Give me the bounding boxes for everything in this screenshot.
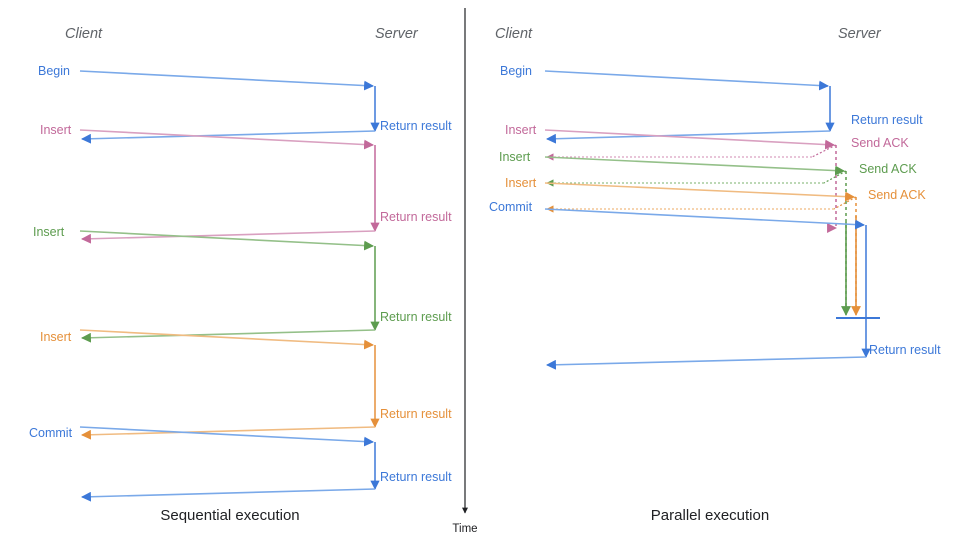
- request-label: Insert: [40, 330, 72, 344]
- actor-label-server: Server: [375, 26, 419, 42]
- request-label: Commit: [29, 426, 73, 440]
- request-arrow: [79, 329, 374, 350]
- request-label: Begin: [38, 64, 70, 78]
- request-label: Insert: [33, 225, 65, 239]
- response-arrow: [546, 130, 831, 144]
- ack-label: Send ACK: [868, 188, 926, 202]
- time-axis-layer: Time: [452, 8, 478, 535]
- response-label: Return result: [380, 119, 452, 133]
- request-arrow: [544, 70, 829, 91]
- time-axis-label: Time: [452, 523, 477, 535]
- actor-label-server: Server: [838, 26, 882, 42]
- request-arrow: [544, 156, 845, 176]
- response-label: Return result: [380, 210, 452, 224]
- request-label: Insert: [505, 176, 537, 190]
- ack-label: Send ACK: [859, 162, 917, 176]
- panel-caption-parallel: Parallel execution: [651, 507, 769, 524]
- request-label: Begin: [500, 64, 532, 78]
- response-label: Return result: [380, 310, 452, 324]
- request-arrow: [79, 230, 374, 251]
- response-arrow: [81, 130, 376, 144]
- ack-dashed-segment: [823, 170, 847, 184]
- request-arrow: [79, 129, 374, 150]
- response-arrow: [81, 230, 376, 244]
- response-arrow: [546, 356, 867, 370]
- request-label: Insert: [40, 123, 72, 137]
- request-arrow: [79, 70, 374, 91]
- request-label: Commit: [489, 200, 533, 214]
- request-label: Insert: [499, 150, 531, 164]
- response-label: Return result: [380, 407, 452, 421]
- response-arrow: [81, 329, 376, 343]
- response-label: Return result: [380, 470, 452, 484]
- ack-label: Send ACK: [851, 136, 909, 150]
- request-arrow: [544, 182, 855, 202]
- response-label: Return result: [851, 113, 923, 127]
- response-label: Return result: [869, 343, 941, 357]
- response-arrow: [81, 426, 376, 440]
- response-arrow: [81, 488, 376, 502]
- actor-label-client: Client: [495, 26, 533, 42]
- actor-label-client: Client: [65, 26, 103, 42]
- request-arrow: [79, 426, 374, 447]
- ack-dashed-segment: [811, 144, 837, 158]
- request-label: Insert: [505, 123, 537, 137]
- panel-caption-sequential: Sequential execution: [160, 507, 299, 524]
- request-arrow: [544, 208, 865, 230]
- ack-dashed-segment: [833, 196, 857, 210]
- request-arrow: [544, 129, 835, 150]
